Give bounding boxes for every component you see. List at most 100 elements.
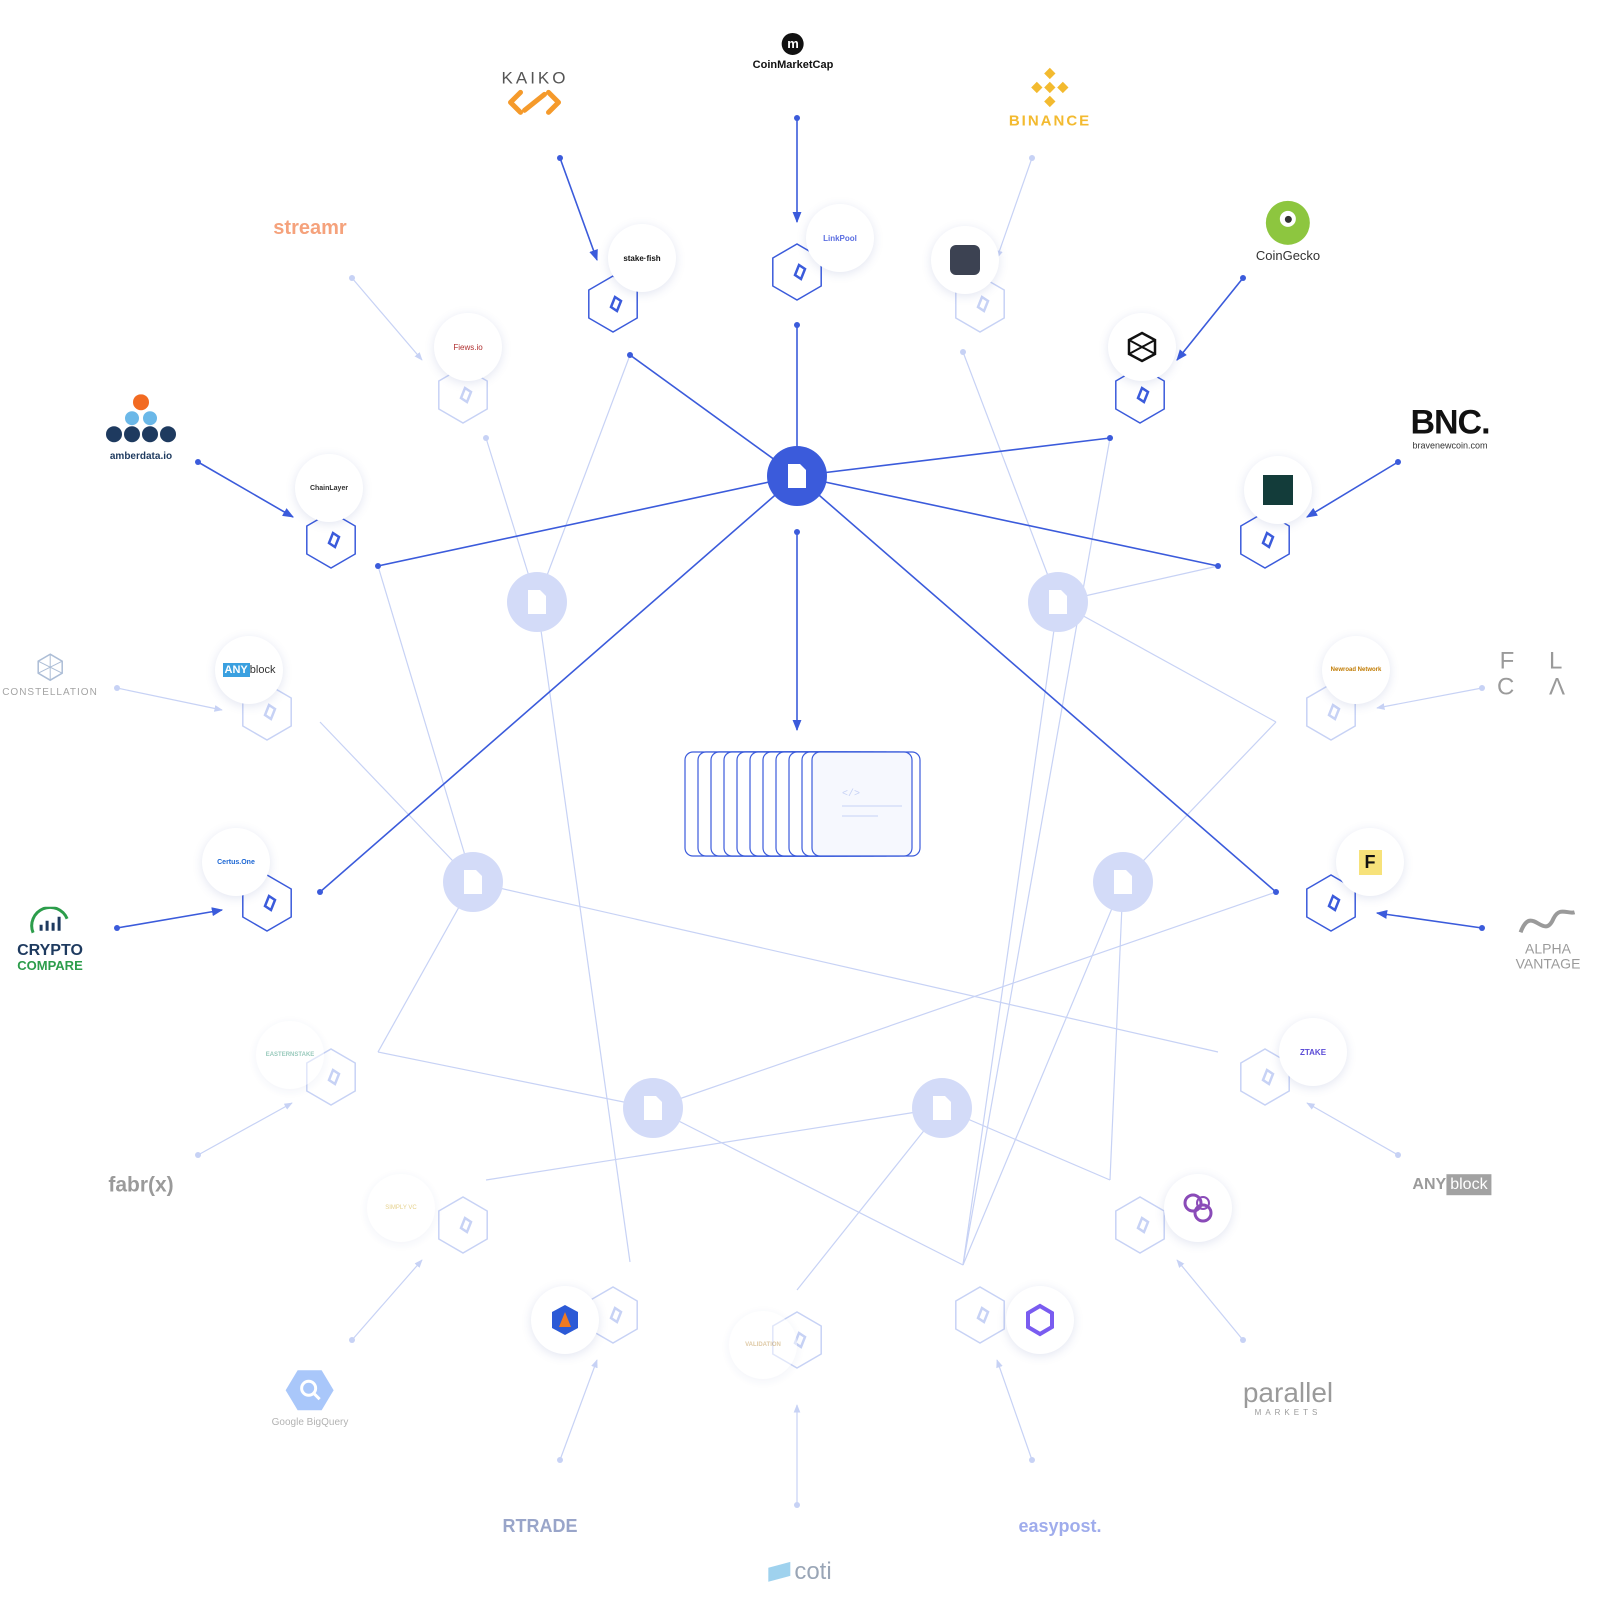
inactive-web-link bbox=[1057, 601, 1277, 723]
easternstake-badge-label: EASTERNSTAKE bbox=[265, 1052, 315, 1058]
document-icon bbox=[528, 590, 546, 614]
secondary-aggregator-hub bbox=[443, 852, 503, 912]
chainlink-icon bbox=[263, 703, 277, 721]
secondary-aggregator-hub bbox=[1028, 572, 1088, 632]
chainlink-icon bbox=[459, 386, 473, 404]
link-endpoint bbox=[1029, 155, 1035, 161]
parallel-sub-label: MARKETS bbox=[1254, 1408, 1322, 1417]
flca-label-bottom: C Λ bbox=[1496, 674, 1580, 701]
trees-icon bbox=[552, 1305, 578, 1335]
chainlink-icon bbox=[609, 295, 623, 313]
inactive-web-link bbox=[652, 1107, 964, 1266]
anyblock-label-any: ANY bbox=[1412, 1176, 1447, 1194]
coingecko-icon bbox=[1266, 200, 1310, 245]
link-endpoint bbox=[349, 275, 355, 281]
inactive-web-link bbox=[536, 601, 631, 1263]
node-hexagon bbox=[955, 1286, 1005, 1344]
fiews-badge-label: Fiews.io bbox=[453, 342, 483, 352]
chainlayer-badge: ChainLayer bbox=[295, 454, 363, 522]
wallet-badge bbox=[931, 226, 999, 294]
link-endpoint bbox=[1215, 563, 1221, 569]
provider-link bbox=[116, 687, 223, 712]
ztake-badge: ZTAKE bbox=[1279, 1018, 1347, 1086]
node-hexagon bbox=[306, 1048, 356, 1106]
provider-link bbox=[1375, 909, 1483, 929]
bigquery-label: Google BigQuery bbox=[271, 1416, 349, 1428]
code-icon: </> bbox=[842, 788, 860, 800]
chainlink-icon bbox=[327, 531, 341, 549]
link-endpoint bbox=[1479, 685, 1485, 691]
link-endpoint bbox=[794, 322, 800, 328]
contract-document-front bbox=[811, 751, 913, 857]
alphavantage-label-top: ALPHA bbox=[1525, 939, 1571, 956]
secondary-aggregator-hub bbox=[507, 572, 567, 632]
chainlayer-badge-label: ChainLayer bbox=[309, 484, 349, 492]
certus-badge: Certus.One bbox=[202, 828, 270, 896]
node-hexagon bbox=[1306, 874, 1356, 932]
anyblock-label-block: block bbox=[1446, 1174, 1492, 1196]
fiveelements-badge: F bbox=[1336, 828, 1404, 896]
alphavantage-logo: ALPHA VANTAGE bbox=[1516, 908, 1580, 971]
orange-hex-badge bbox=[531, 1286, 599, 1354]
consumer-contracts: </> bbox=[684, 751, 921, 857]
stakefish-badge-label: stake·fish bbox=[623, 253, 661, 263]
secondary-aggregator-hub bbox=[912, 1078, 972, 1138]
rtrade-logo: RTRADE bbox=[503, 1516, 578, 1537]
inactive-web-link bbox=[485, 1107, 943, 1181]
inactive-web-link bbox=[796, 1107, 943, 1291]
link-endpoint bbox=[349, 1337, 355, 1343]
flca-label-top: F L bbox=[1499, 647, 1577, 675]
knot-icon bbox=[1183, 1193, 1213, 1223]
parallel-logo: parallel MARKETS bbox=[1243, 1377, 1333, 1418]
link-endpoint bbox=[557, 1457, 563, 1463]
document-icon bbox=[464, 870, 482, 894]
coinmarketcap-label: CoinMarketCap bbox=[752, 58, 834, 71]
fabrx-logo: fabr(x) bbox=[108, 1173, 173, 1196]
streamr-logo: streamr bbox=[273, 217, 346, 239]
flca-logo: F L C Λ bbox=[1496, 647, 1580, 702]
amberdata-icon bbox=[106, 394, 176, 443]
link-endpoint bbox=[114, 925, 120, 931]
chainlink-icon bbox=[793, 263, 807, 281]
cube-icon bbox=[1127, 331, 1157, 363]
inactive-web-link bbox=[962, 437, 1111, 1266]
easypost-logo: easypost. bbox=[1018, 1516, 1101, 1537]
inactive-web-link bbox=[319, 721, 474, 883]
ztake-badge-label: ZTAKE bbox=[1299, 1047, 1327, 1057]
link-endpoint bbox=[960, 349, 966, 355]
inactive-web-link bbox=[536, 354, 631, 603]
node-to-hub-link bbox=[629, 354, 798, 477]
node-hexagon bbox=[1240, 1048, 1290, 1106]
chainlink-icon bbox=[1136, 386, 1150, 404]
cryptocompare-label-bottom: COMPARE bbox=[17, 957, 83, 973]
chainlink-icon bbox=[793, 1331, 807, 1349]
provider-link bbox=[1176, 1259, 1244, 1341]
node-hexagon bbox=[438, 1196, 488, 1254]
wallet-icon bbox=[950, 245, 980, 275]
coti-icon bbox=[768, 1562, 791, 1582]
chainlink-icon bbox=[459, 1216, 473, 1234]
inactive-web-link bbox=[652, 891, 1277, 1109]
chainlink-icon bbox=[1261, 1068, 1275, 1086]
validation-badge: VALIDATION bbox=[729, 1311, 797, 1379]
gradient-hex-badge bbox=[1006, 1286, 1074, 1354]
inactive-connections bbox=[114, 155, 1485, 1508]
document-icon bbox=[1049, 590, 1067, 614]
node-hexagons bbox=[242, 243, 1356, 1369]
provider-link bbox=[1176, 277, 1244, 361]
linkpool-badge: LinkPool bbox=[806, 204, 874, 272]
binance-logo: BINANCE bbox=[1009, 66, 1091, 129]
easternstake-badge: EASTERNSTAKE bbox=[256, 1021, 324, 1089]
link-endpoint bbox=[1273, 889, 1279, 895]
chainlink-icon bbox=[327, 1068, 341, 1086]
node-hexagon bbox=[772, 243, 822, 301]
gradient-hex-icon bbox=[1026, 1303, 1054, 1337]
link-endpoint bbox=[627, 352, 633, 358]
link-endpoint bbox=[1107, 435, 1113, 441]
link-endpoint bbox=[794, 529, 800, 535]
anyblock-analytics-block: block bbox=[249, 664, 276, 676]
secondary-aggregator-hub bbox=[623, 1078, 683, 1138]
cryptocompare-logo: CRYPTO COMPARE bbox=[17, 905, 83, 973]
fiveelements-badge-label: F bbox=[1358, 849, 1382, 875]
node-hexagon bbox=[1115, 1196, 1165, 1254]
